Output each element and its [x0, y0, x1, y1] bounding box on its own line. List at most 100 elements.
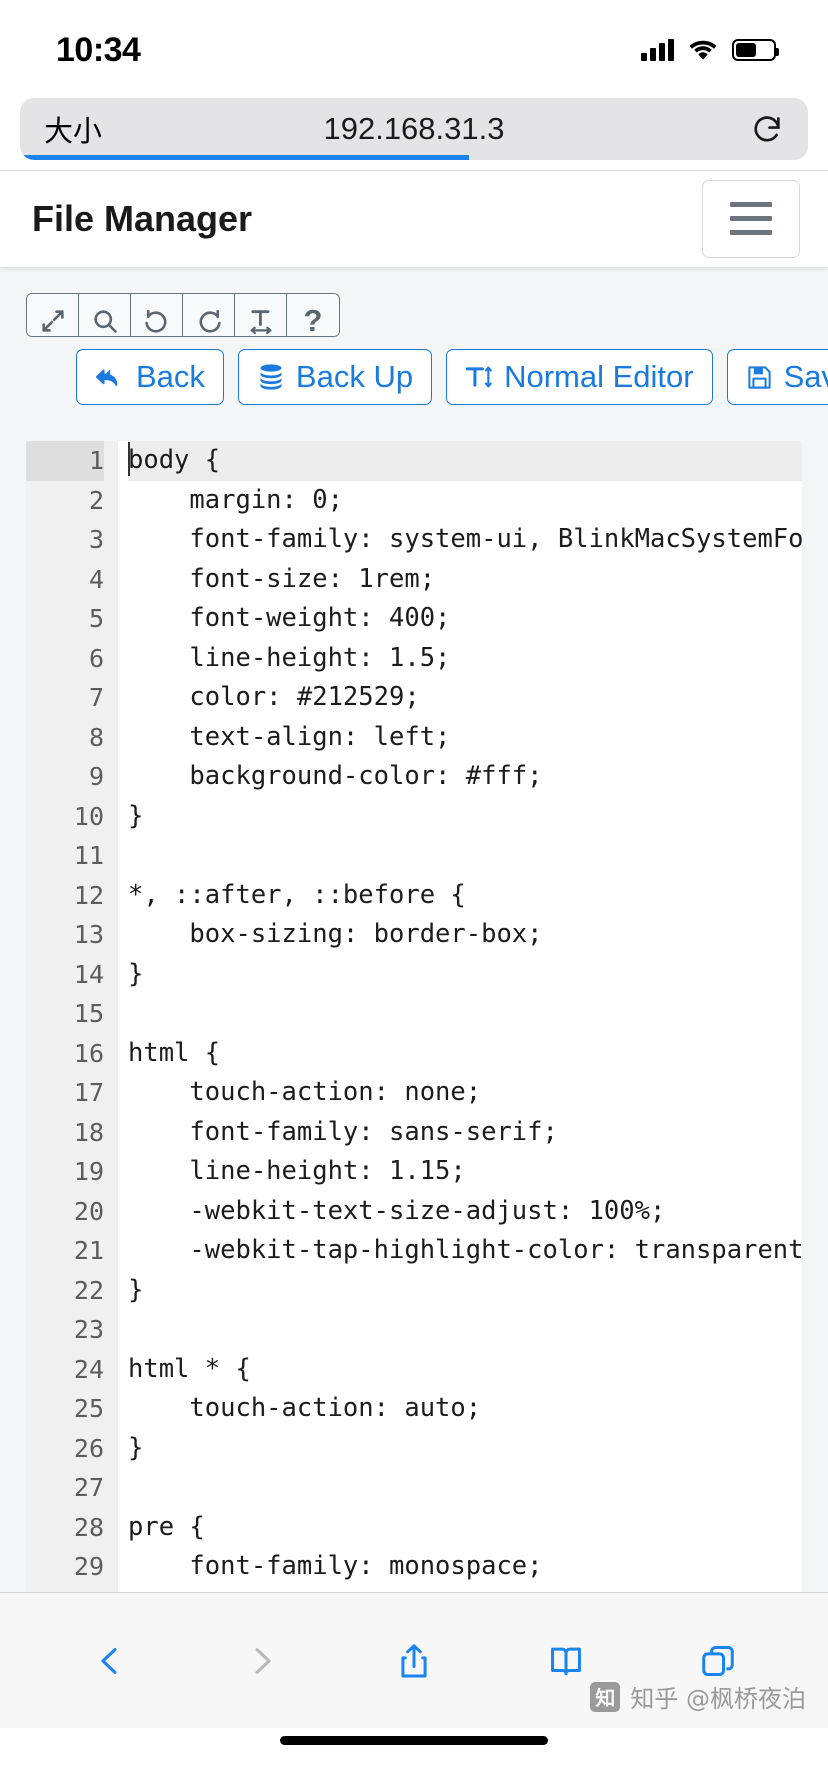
code-line[interactable]: text-align: left; [128, 721, 451, 752]
browser-address-bar-container: 大小 192.168.31.3 [0, 88, 828, 170]
code-line[interactable]: font-family: system-ui, BlinkMacSystemFo… [128, 524, 802, 555]
line-number: 20 [73, 1196, 104, 1226]
line-number: 21 [73, 1236, 104, 1266]
line-number: 8 [88, 722, 104, 752]
back-button-label: Back [136, 359, 205, 395]
code-line[interactable]: touch-action: auto; [128, 1393, 482, 1424]
line-number: 19 [73, 1157, 104, 1187]
line-number: 3 [88, 525, 104, 555]
line-number: 2 [88, 485, 104, 515]
code-line[interactable] [128, 1310, 802, 1350]
home-indicator[interactable] [280, 1736, 548, 1745]
code-line[interactable]: *, ::after, ::before { [128, 879, 466, 910]
database-icon [257, 363, 285, 391]
line-number: 9 [88, 762, 104, 792]
line-number: 5 [88, 604, 104, 634]
code-line[interactable]: background-color: #fff; [128, 761, 543, 792]
page-title: File Manager [32, 197, 253, 239]
code-line[interactable]: } [128, 800, 144, 831]
redo-icon[interactable] [183, 293, 235, 337]
address-bar-url: 192.168.31.3 [323, 111, 505, 146]
help-icon-glyph: ? [303, 303, 323, 338]
line-number: 6 [88, 643, 104, 673]
undo-icon[interactable] [131, 293, 183, 337]
status-time: 10:34 [56, 30, 141, 69]
code-line[interactable] [128, 994, 802, 1034]
line-number: 15 [73, 999, 104, 1029]
browser-bottom-bar [0, 1592, 828, 1728]
code-line[interactable] [128, 1468, 802, 1508]
share-icon[interactable] [374, 1621, 454, 1701]
code-line[interactable]: } [128, 958, 144, 989]
chevron-right-icon [222, 1621, 302, 1701]
chevron-left-icon[interactable] [70, 1621, 150, 1701]
line-number: 28 [73, 1512, 104, 1542]
code-content[interactable]: body { margin: 0; font-family: system-ui… [118, 441, 802, 1592]
line-number: 23 [73, 1315, 104, 1345]
save-button[interactable]: Save [726, 349, 828, 406]
ios-status-bar: 10:34 [0, 0, 828, 88]
status-indicators [641, 39, 779, 61]
editor-icon-toolbar: ? [26, 292, 340, 338]
wifi-icon [688, 39, 718, 61]
line-number: 14 [73, 959, 104, 989]
code-line[interactable]: line-height: 1.15; [128, 1156, 466, 1187]
line-number: 12 [73, 880, 104, 910]
backup-button[interactable]: Back Up [237, 349, 433, 406]
line-number: 24 [73, 1354, 104, 1384]
hamburger-menu-icon[interactable] [702, 179, 800, 258]
line-number: 22 [73, 1275, 104, 1305]
code-line[interactable]: html * { [128, 1353, 251, 1384]
code-line[interactable]: font-family: sans-serif; [128, 1116, 558, 1147]
page-load-progress [20, 155, 470, 160]
home-indicator-area [0, 1728, 828, 1792]
help-icon[interactable]: ? [287, 293, 339, 338]
code-line[interactable]: body { [128, 441, 802, 481]
app-header: File Manager [0, 170, 828, 267]
address-bar[interactable]: 大小 192.168.31.3 [20, 98, 808, 160]
line-number: 13 [73, 920, 104, 950]
code-line[interactable]: pre { [128, 1511, 205, 1542]
code-line[interactable]: } [128, 1274, 144, 1305]
normal-editor-button[interactable]: Normal Editor [446, 349, 713, 406]
page-zoom-label[interactable]: 大小 [44, 114, 103, 148]
code-line[interactable]: } [128, 1432, 144, 1463]
code-line[interactable]: touch-action: none; [128, 1077, 482, 1108]
cellular-signal-icon [641, 39, 674, 61]
line-number: 17 [73, 1078, 104, 1108]
save-button-label: Save [783, 359, 828, 395]
code-line[interactable]: html { [128, 1037, 221, 1068]
line-number: 30 [26, 1587, 104, 1593]
line-number: 7 [88, 683, 104, 713]
code-line[interactable]: font-size: 1rem; [128, 563, 436, 594]
line-number: 16 [73, 1038, 104, 1068]
code-line[interactable]: font-weight: 400; [128, 603, 451, 634]
back-button[interactable]: Back [76, 349, 224, 406]
watermark-text: 知乎 @枫桥夜泊 [630, 1685, 806, 1713]
code-line[interactable]: -webkit-tap-highlight-color: transparent… [128, 1235, 802, 1266]
code-line[interactable]: } [128, 1587, 802, 1592]
text-wrap-icon[interactable] [235, 293, 287, 337]
code-line[interactable]: color: #212529; [128, 682, 420, 713]
text-cursor [128, 442, 130, 477]
code-line[interactable]: line-height: 1.5; [128, 642, 451, 673]
code-line[interactable] [128, 836, 802, 876]
search-icon[interactable] [79, 293, 131, 337]
code-line[interactable]: margin: 0; [128, 484, 343, 515]
watermark-logo: 知 [590, 1681, 621, 1712]
reload-icon[interactable] [750, 112, 784, 146]
line-number: 11 [73, 841, 104, 871]
line-number: 27 [73, 1473, 104, 1503]
tabs-icon[interactable] [678, 1621, 758, 1701]
code-line[interactable]: font-family: monospace; [128, 1551, 543, 1582]
line-number: 1 [26, 441, 104, 481]
line-number: 29 [73, 1552, 104, 1582]
line-number: 10 [73, 801, 104, 831]
code-line[interactable]: box-sizing: border-box; [128, 919, 543, 950]
code-line[interactable]: -webkit-text-size-adjust: 100%; [128, 1195, 666, 1226]
fullscreen-icon[interactable] [27, 293, 79, 337]
book-icon[interactable] [526, 1621, 606, 1701]
